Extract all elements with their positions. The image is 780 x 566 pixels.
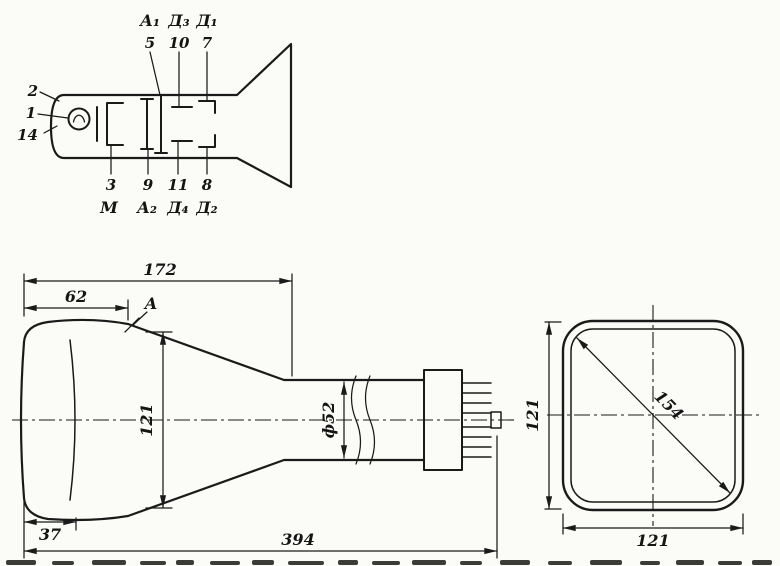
- pin-8-label: 8: [202, 176, 213, 194]
- pin-10-label: 10: [169, 34, 190, 52]
- plate-d2: [198, 134, 216, 148]
- pin-9-label: 9: [143, 176, 154, 194]
- anode-a2-electrode: [140, 98, 154, 150]
- side-extension-lines: [23, 273, 498, 559]
- pin-14-label: 14: [17, 126, 38, 144]
- corner-a-tick: [124, 317, 140, 333]
- corner-a-label: A: [143, 294, 157, 313]
- dim-face-offset: 37: [39, 525, 61, 544]
- tube-base: [423, 369, 463, 471]
- neck-break-wavy-2: [364, 375, 376, 465]
- heater-filament: [72, 114, 86, 123]
- dim-screen-front-width: 121: [636, 531, 669, 550]
- modulator-electrode: [106, 102, 124, 146]
- plate-d1: [198, 100, 216, 114]
- anode-a1-electrode: [154, 94, 168, 154]
- dim-screen-front-height: 121: [523, 398, 542, 431]
- electrode-label-d1: Д₁: [195, 11, 217, 30]
- electrode-label-d3: Д₃: [167, 11, 189, 30]
- dim-face-section: 62: [65, 287, 87, 306]
- electrode-label-d4: Д₄: [166, 198, 188, 217]
- heater-circle: [67, 107, 91, 131]
- pin-3-label: 3: [106, 176, 116, 194]
- tube-side-view: 172 62 A 121 ф52 37 394: [12, 260, 518, 559]
- pin-5-label: 5: [145, 34, 155, 52]
- schematic-envelope-outline: [49, 42, 293, 189]
- schematic-leader-lines: [37, 51, 208, 175]
- dim-bulb-length: 172: [143, 260, 176, 279]
- electrode-schematic: 2 1 14 А₁ Д₃ Д₁ 5 10 7 3 9 11 8 М А₂ Д₄ …: [17, 11, 293, 217]
- corner-a-leader: [132, 311, 148, 326]
- electrode-label-a1: А₁: [139, 11, 160, 30]
- dim-screen-height: 121: [137, 403, 156, 436]
- dim-neck-diameter: ф52: [319, 402, 338, 439]
- front-dimension-lines: [545, 321, 744, 532]
- electrode-label-m: М: [99, 198, 119, 217]
- dim-overall-length: 394: [281, 530, 314, 549]
- pin-1-label: 1: [26, 104, 36, 122]
- base-pins: [461, 382, 492, 458]
- base-key-pin: [490, 411, 502, 429]
- pin-7-label: 7: [202, 34, 213, 52]
- electrode-label-d2: Д₂: [195, 198, 217, 217]
- cropped-caption-fragments: [6, 560, 772, 565]
- screen-front-view: 121 154 121: [523, 305, 760, 550]
- pin-11-label: 11: [168, 176, 189, 194]
- pin-2-label: 2: [27, 82, 38, 100]
- neck-break-wavy-1: [350, 375, 362, 465]
- diagonal-dimension-line: [576, 337, 731, 494]
- side-dimension-lines: [23, 277, 498, 555]
- electrode-label-a2: А₂: [136, 198, 157, 217]
